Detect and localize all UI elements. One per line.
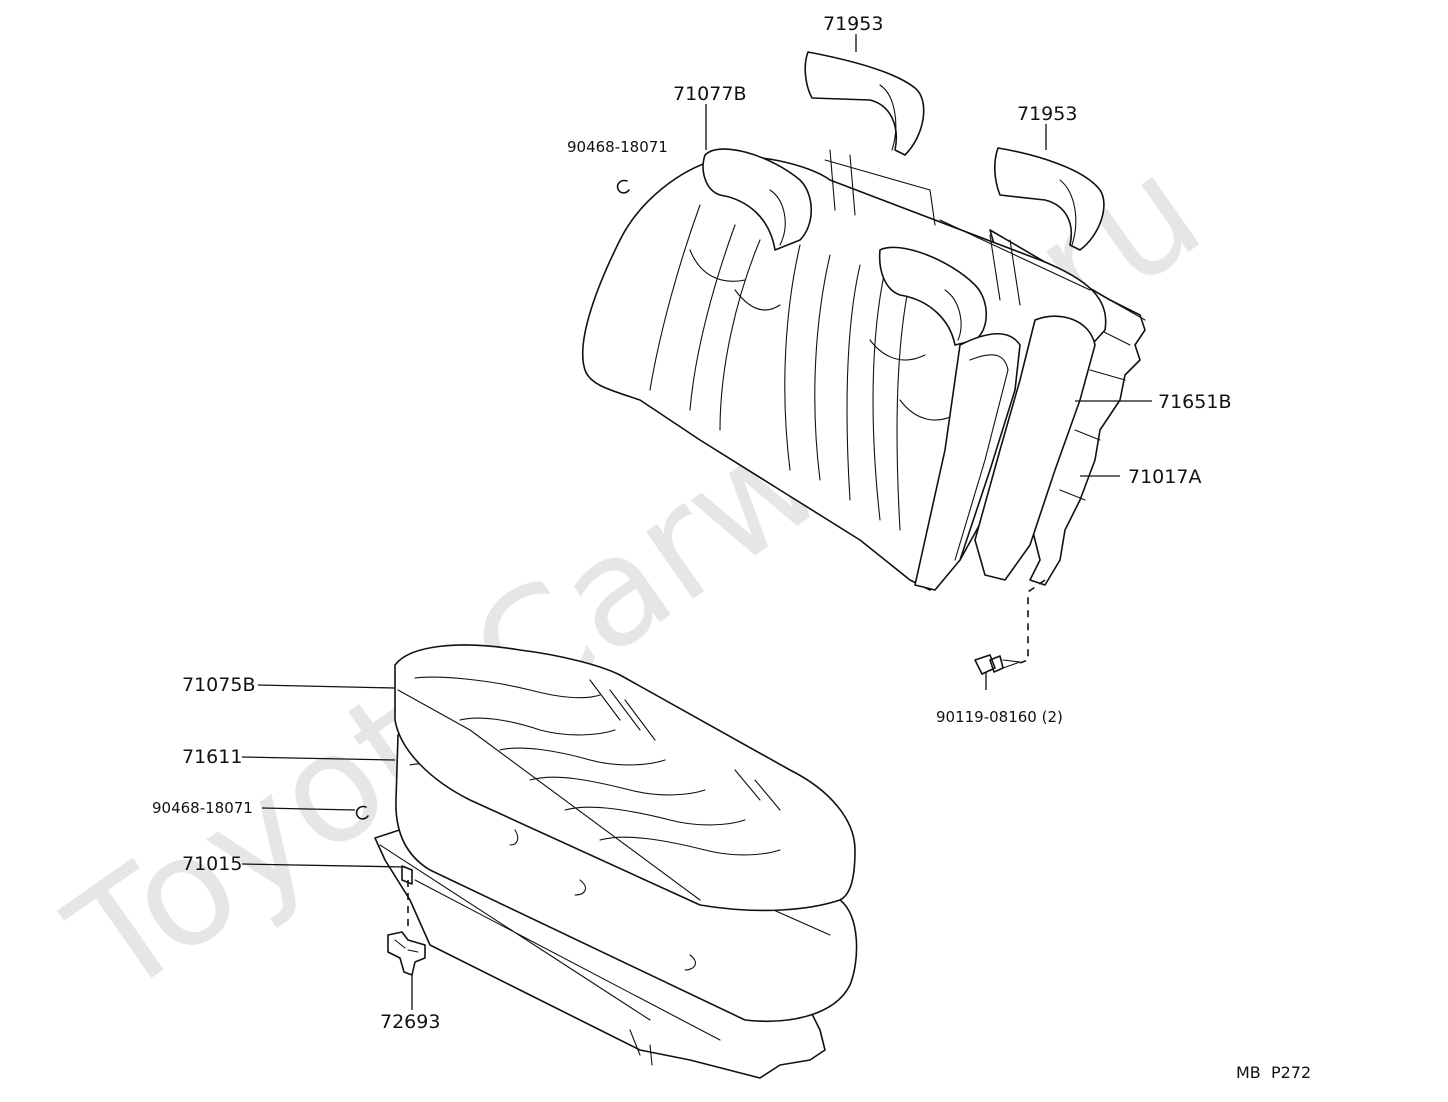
headrest-right-illustration — [994, 147, 1105, 251]
label-headrest-center: 71953 — [823, 13, 883, 35]
leader-lines — [241, 34, 1152, 1010]
label-cushion-lock-hook: 72693 — [380, 1011, 440, 1033]
seat-cushion-illustration — [374, 644, 858, 1079]
cushion-hog-ring-icon — [355, 805, 369, 820]
label-cushion-frame: 71015 — [182, 853, 242, 875]
label-back-bolt: 90119-08160 (2) — [936, 708, 1063, 726]
label-cushion-cover: 71075B — [182, 674, 255, 696]
left-headrest-shape — [702, 148, 812, 251]
page-code: MB P272 — [1236, 1063, 1311, 1082]
lock-hook-icon — [387, 931, 426, 976]
bolt-icon — [974, 654, 1021, 675]
label-back-cover: 71077B — [673, 83, 746, 105]
label-cushion-pad: 71611 — [182, 746, 242, 768]
cushion-cover-shape — [394, 644, 856, 912]
label-back-hog-ring: 90468-18071 — [567, 138, 668, 156]
label-cushion-hog-ring: 90468-18071 — [152, 799, 253, 817]
label-back-frame: 71017A — [1128, 466, 1201, 488]
back-hog-ring-icon — [616, 179, 630, 194]
seat-back-illustration — [581, 148, 1146, 591]
seat-back-side-bolster-shape — [974, 315, 1096, 581]
label-back-pad: 71651B — [1158, 391, 1231, 413]
headrest-center-illustration — [804, 51, 925, 156]
label-headrest-right: 71953 — [1017, 103, 1077, 125]
bolt-dashed-guide — [1019, 579, 1046, 664]
seat-back-fold-panel-shape — [914, 333, 1021, 591]
